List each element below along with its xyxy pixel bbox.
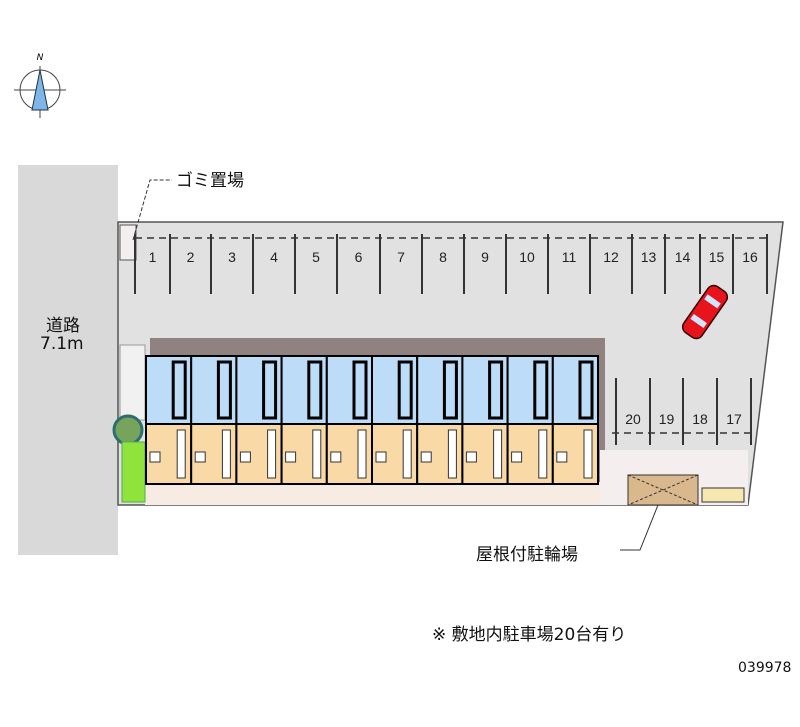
apartment-unit	[371, 355, 419, 485]
parking-note: ※ 敷地内駐車場20台有り	[432, 625, 627, 645]
parking-space-number: 15	[709, 249, 725, 265]
apartment-unit	[235, 355, 283, 485]
apartment-unit	[416, 355, 464, 485]
north-label: N	[37, 53, 44, 63]
garbage-label: ゴミ置場	[176, 171, 244, 191]
parking-space-number: 12	[603, 249, 619, 265]
apartment-unit	[325, 355, 373, 485]
car-icon	[681, 284, 729, 340]
parking-space-number: 10	[519, 249, 535, 265]
parking-space-number: 5	[312, 249, 320, 265]
green-strip	[121, 441, 146, 503]
parking-space-number: 3	[228, 249, 236, 265]
compass-icon: N	[14, 53, 66, 118]
parking-space-number: 2	[187, 249, 195, 265]
apartment-unit	[280, 355, 328, 485]
apartment-unit	[461, 355, 509, 485]
parking-space-number: 4	[270, 249, 278, 265]
road-width: 7.1m	[40, 334, 84, 354]
parking-space-number: 6	[355, 249, 363, 265]
road-name: 道路	[46, 316, 80, 336]
building	[145, 355, 599, 485]
parking-space-number: 1	[149, 249, 157, 265]
apartment-unit	[145, 355, 193, 485]
garbage-area	[119, 224, 137, 261]
parking-space-number: 20	[625, 411, 641, 427]
apartment-unit	[506, 355, 554, 485]
parking-space-number: 17	[726, 411, 742, 427]
property-id: 039978	[738, 660, 792, 676]
parking-space-number: 11	[562, 249, 577, 265]
parking-space-number: 19	[659, 411, 675, 427]
parking-space-number: 7	[397, 249, 405, 265]
bicycle-parking-label: 屋根付駐輪場	[476, 545, 578, 565]
parking-space-number: 18	[692, 411, 708, 427]
road	[18, 165, 118, 555]
parking-space-number: 14	[675, 249, 691, 265]
tree-icon	[112, 414, 144, 446]
parking-space-number: 13	[641, 249, 657, 265]
parking-space-number: 9	[481, 249, 489, 265]
apartment-unit	[190, 355, 238, 485]
parking-space-number: 16	[742, 249, 758, 265]
apartment-unit	[551, 355, 599, 485]
parking-space-number: 8	[439, 249, 447, 265]
